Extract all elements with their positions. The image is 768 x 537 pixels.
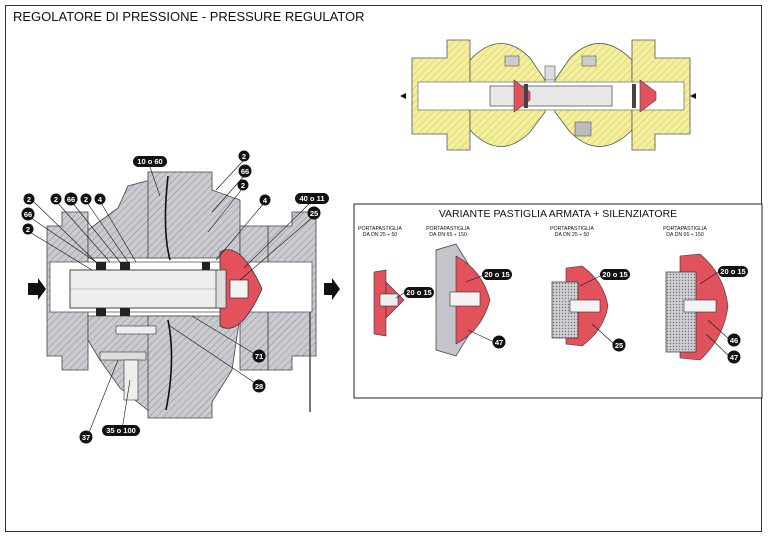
main-callouts: 10 o 60 2 66 2 4 40 o 11 25 2 2 66 2 4 6… (21, 150, 329, 444)
svg-text:71: 71 (255, 352, 263, 361)
callout-71 (252, 349, 266, 363)
callout-40o11 (295, 193, 329, 204)
callout-66-b (64, 192, 78, 206)
main-leader-lines (27, 159, 315, 436)
variant-callout-v2-top (482, 269, 512, 280)
callout-2-mid (237, 179, 249, 191)
svg-text:PORTAPASTIGLIA: PORTAPASTIGLIA (358, 226, 402, 232)
svg-text:2: 2 (242, 152, 246, 161)
svg-text:20 o 15: 20 o 15 (484, 270, 509, 279)
callout-2-top (238, 150, 250, 162)
variant-callout-v1 (404, 287, 434, 298)
svg-text:VARIANTE PASTIGLIA ARMATA + SI: VARIANTE PASTIGLIA ARMATA + SILENZIATORE (439, 208, 677, 220)
svg-text:PORTAPASTIGLIA: PORTAPASTIGLIA (426, 226, 470, 232)
svg-text:35 o 100: 35 o 100 (106, 426, 136, 435)
svg-text:DA DN 25 ÷ 50: DA DN 25 ÷ 50 (555, 232, 590, 238)
svg-text:25: 25 (310, 209, 318, 218)
callout-4-b (94, 193, 106, 205)
svg-text:2: 2 (27, 195, 31, 204)
svg-text:66: 66 (241, 167, 249, 176)
svg-text:4: 4 (263, 196, 268, 205)
callout-66-top (238, 164, 252, 178)
variant-callout-v4-46 (727, 333, 741, 347)
variant-3-holder (551, 265, 609, 347)
drawing-title: REGOLATORE DI PRESSIONE - PRESSURE REGUL… (13, 9, 365, 24)
svg-text:2: 2 (54, 195, 58, 204)
variant-callout-v4-top (718, 266, 748, 277)
svg-text:DA DN 25 ÷ 50: DA DN 25 ÷ 50 (363, 232, 398, 238)
callout-10o60 (133, 156, 167, 167)
svg-text:10 o 60: 10 o 60 (137, 157, 162, 166)
callout-2-a (23, 193, 35, 205)
yellow-valve-section (400, 39, 696, 151)
svg-text:20 o 15: 20 o 15 (406, 288, 431, 297)
svg-text:66: 66 (67, 195, 75, 204)
variant-2-holder (435, 243, 491, 357)
svg-text:40 o 11: 40 o 11 (299, 194, 324, 203)
callout-66-left (21, 207, 35, 221)
variant-1-holder (373, 269, 405, 337)
svg-text:46: 46 (730, 336, 738, 345)
svg-text:PORTAPASTIGLIA: PORTAPASTIGLIA (550, 226, 594, 232)
callout-2-left (22, 223, 34, 235)
main-regulator-section (28, 171, 340, 419)
svg-text:2: 2 (26, 225, 30, 234)
callout-28 (252, 379, 266, 393)
svg-text:20 o 15: 20 o 15 (602, 270, 627, 279)
svg-text:47: 47 (495, 338, 503, 347)
callout-25 (307, 206, 321, 220)
variant-panel: VARIANTE PASTIGLIA ARMATA + SILENZIATORE… (353, 203, 763, 399)
callout-37 (79, 430, 93, 444)
svg-text:28: 28 (255, 382, 263, 391)
variant-callout-v3-25 (612, 338, 626, 352)
svg-text:25: 25 (615, 341, 623, 350)
variant-callout-v3-top (600, 269, 630, 280)
svg-text:47: 47 (730, 353, 738, 362)
svg-text:2: 2 (241, 181, 245, 190)
callout-35o100 (102, 425, 140, 436)
variant-4-holder (665, 253, 729, 361)
callout-2-c (80, 193, 92, 205)
svg-text:DA DN 65 ÷ 150: DA DN 65 ÷ 150 (666, 232, 704, 238)
variant-callout-v2-47 (492, 335, 506, 349)
callout-2-b (50, 193, 62, 205)
svg-text:DA DN 65 ÷ 150: DA DN 65 ÷ 150 (429, 232, 467, 238)
svg-text:PORTAPASTIGLIA: PORTAPASTIGLIA (663, 226, 707, 232)
variant-callout-v4-47 (727, 350, 741, 364)
callout-4-right (259, 194, 271, 206)
svg-text:20 o 15: 20 o 15 (720, 267, 745, 276)
svg-text:2: 2 (84, 195, 88, 204)
svg-text:66: 66 (24, 210, 32, 219)
svg-text:4: 4 (98, 195, 103, 204)
svg-text:37: 37 (82, 433, 90, 442)
